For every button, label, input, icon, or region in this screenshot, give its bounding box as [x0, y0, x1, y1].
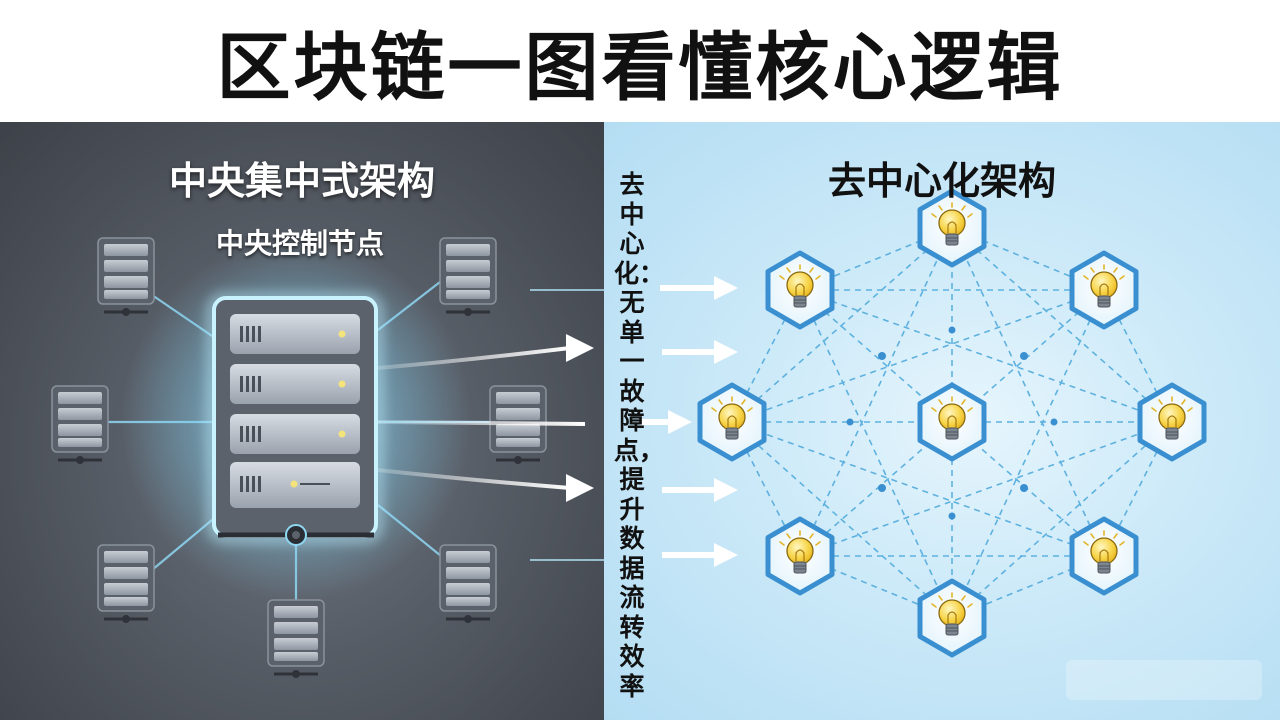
node-middle-right — [1137, 382, 1207, 462]
title-bar: 区块链一图看懂核心逻辑 — [0, 0, 1280, 122]
lightbulb-icon — [931, 592, 973, 636]
central-node-label: 中央控制节点 — [215, 227, 384, 260]
peripheral-server-bottom-right — [439, 544, 497, 623]
peripheral-server-middle-left — [51, 385, 109, 464]
peripheral-server-top-right — [439, 237, 497, 316]
main-title: 区块链一图看懂核心逻辑 — [216, 24, 1064, 111]
node-center — [917, 382, 987, 462]
lightbulb-icon — [931, 396, 973, 440]
peripheral-server-bottom-center — [267, 599, 325, 678]
decentralized-heading: 去中心化架构 — [827, 159, 1056, 203]
lightbulb-icon — [931, 202, 973, 246]
node-upper-right — [1069, 250, 1139, 330]
node-upper-left — [765, 250, 835, 330]
node-top — [917, 188, 987, 268]
peripheral-server-bottom-left — [97, 544, 155, 623]
peripheral-server-middle-right — [489, 385, 547, 464]
node-middle-left — [697, 382, 767, 462]
decentralized-nodes — [697, 188, 1207, 658]
peripheral-server-top-left — [97, 237, 155, 316]
node-lower-right — [1069, 516, 1139, 596]
lightbulb-icon — [711, 396, 753, 440]
lightbulb-icon — [1083, 530, 1125, 574]
centralized-heading: 中央集中式架构 — [168, 159, 435, 203]
node-bottom — [917, 578, 987, 658]
decentralization-note: 去中心化：无单一故障点，提升数据流转效率 — [614, 170, 665, 701]
right-arrows — [640, 276, 738, 567]
central-server-icon — [121, 240, 471, 600]
lightbulb-icon — [1151, 396, 1193, 440]
lightbulb-icon — [779, 264, 821, 308]
mesh-junction-dots — [846, 326, 1058, 520]
lightbulb-icon — [779, 530, 821, 574]
node-lower-left — [765, 516, 835, 596]
lightbulb-icon — [1083, 264, 1125, 308]
data-beam-arrows — [377, 289, 604, 561]
